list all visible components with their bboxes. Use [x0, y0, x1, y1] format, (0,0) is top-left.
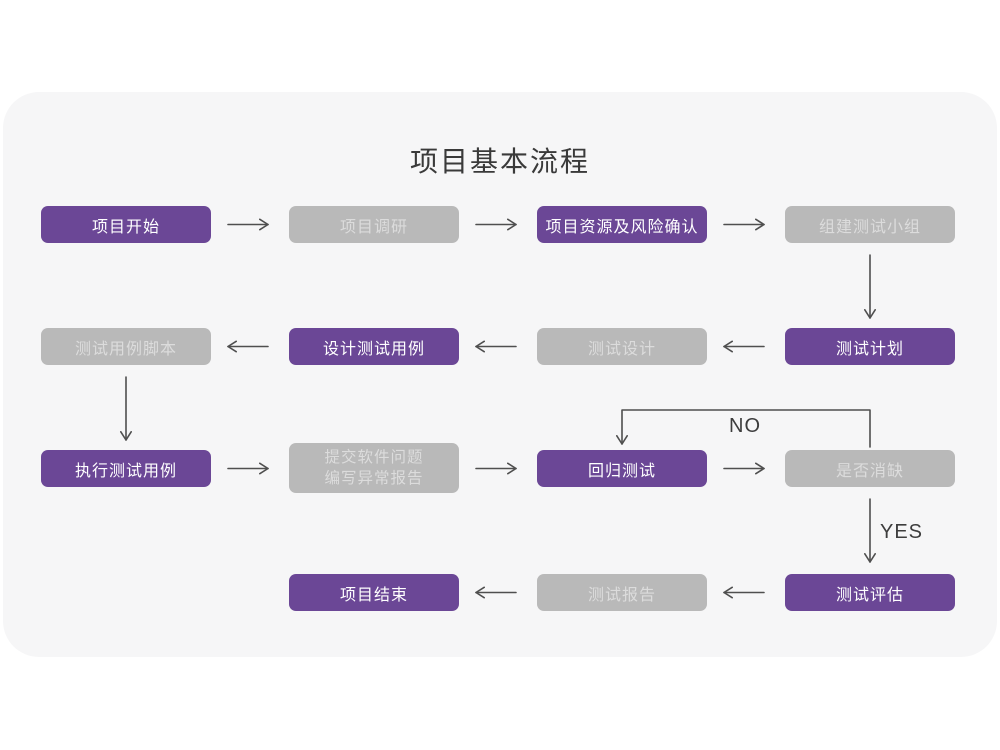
node-execute-cases: 执行测试用例	[41, 450, 211, 487]
flowchart-card-background	[3, 92, 997, 657]
node-label: 是否消缺	[835, 462, 904, 480]
node-project-research: 项目调研	[289, 206, 459, 243]
node-test-design: 测试设计	[537, 328, 707, 365]
node-regression-test: 回归测试	[537, 450, 707, 487]
node-case-script: 测试用例脚本	[41, 328, 211, 365]
node-design-cases: 设计测试用例	[289, 328, 459, 365]
node-label: 测试设计	[587, 340, 656, 358]
node-label-line1: 提交软件问题	[324, 449, 424, 466]
node-project-end: 项目结束	[289, 574, 459, 611]
node-label-line2: 编写异常报告	[324, 470, 424, 487]
node-project-start: 项目开始	[41, 206, 211, 243]
node-label: 设计测试用例	[322, 340, 425, 358]
node-test-report: 测试报告	[537, 574, 707, 611]
diagram-title: 项目基本流程	[409, 146, 590, 177]
edge-label-yes: YES	[880, 521, 924, 543]
node-test-plan: 测试计划	[785, 328, 955, 365]
node-label: 执行测试用例	[74, 462, 177, 480]
node-label: 项目开始	[91, 218, 160, 236]
node-label: 项目结束	[339, 586, 408, 604]
node-label: 测试报告	[587, 586, 656, 604]
node-resource-risk: 项目资源及风险确认	[537, 206, 707, 243]
edge-label-no: NO	[729, 415, 761, 437]
node-submit-issues: 提交软件问题 编写异常报告	[289, 443, 459, 493]
node-label: 回归测试	[587, 462, 656, 480]
node-defect-cleared: 是否消缺	[785, 450, 955, 487]
node-test-eval: 测试评估	[785, 574, 955, 611]
node-label: 组建测试小组	[818, 218, 921, 236]
node-label: 项目资源及风险确认	[545, 218, 699, 236]
node-build-team: 组建测试小组	[785, 206, 955, 243]
node-label: 测试用例脚本	[74, 340, 177, 358]
node-label: 测试评估	[835, 586, 904, 604]
node-label: 测试计划	[835, 340, 904, 358]
node-label: 项目调研	[339, 218, 408, 236]
